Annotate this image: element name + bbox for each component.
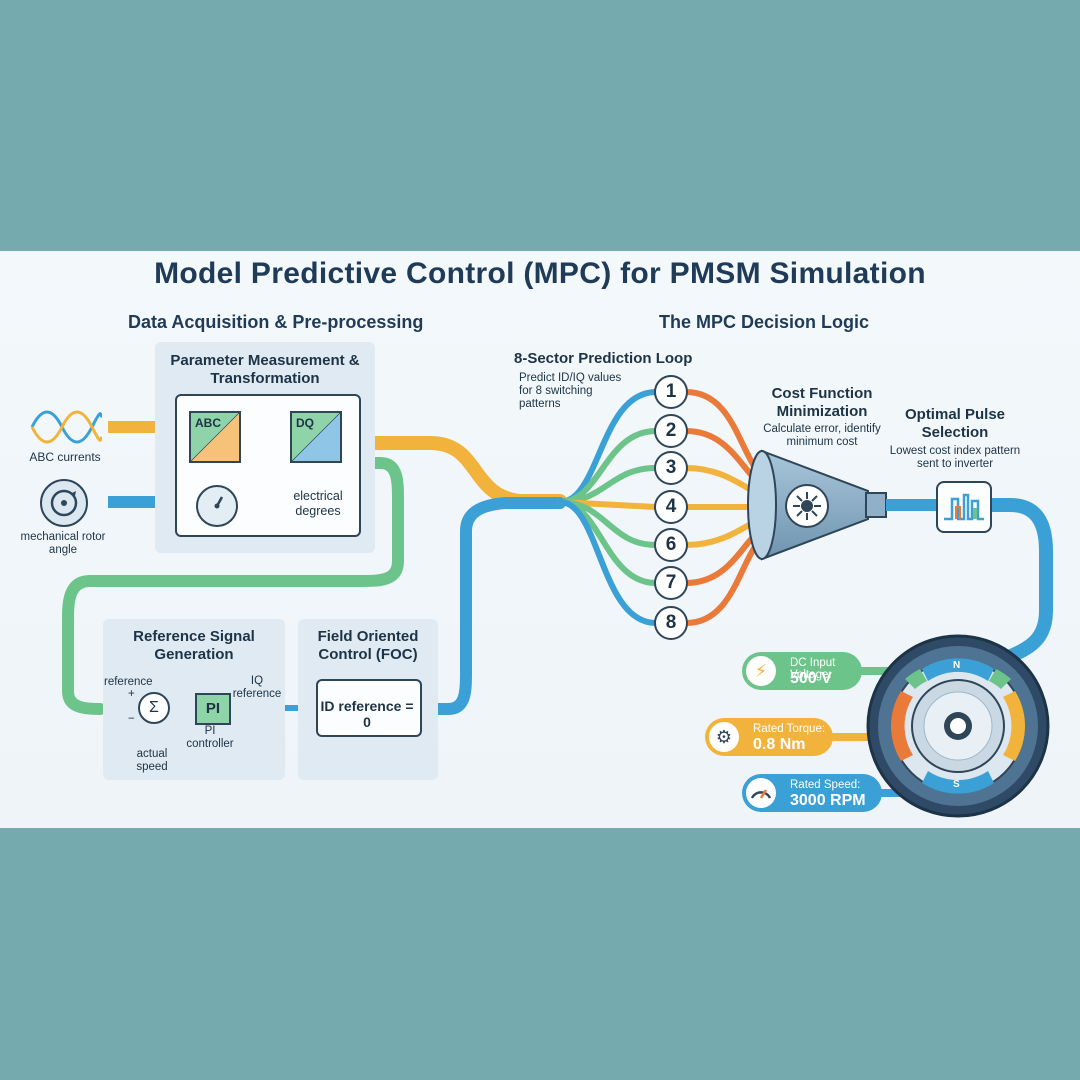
pulse-waveform-icon	[944, 493, 984, 521]
sector-2: 2	[654, 414, 688, 448]
foc-heading: Field Oriented Control (FOC)	[317, 628, 419, 663]
gear-icon: ⚙	[709, 722, 739, 752]
abc-currents-label: ABC currents	[29, 450, 101, 464]
rated-speed-value: 3000 RPM	[790, 792, 866, 809]
cost-caption: Calculate error, identify minimum cost	[763, 423, 881, 448]
fan-out-paths	[557, 389, 659, 626]
page-title: Model Predictive Control (MPC) for PMSM …	[154, 257, 926, 290]
reference-panel	[103, 619, 285, 780]
sector-4: 4	[654, 490, 688, 524]
blue-foc-wire	[414, 497, 566, 715]
actual-speed-label: actual speed	[136, 748, 168, 773]
summing-junction: Σ	[138, 692, 170, 724]
sector-6: 6	[654, 528, 688, 562]
sine-wave-icon	[30, 410, 102, 444]
id-reference-card	[316, 679, 422, 737]
iq-reference-label: IQ reference	[232, 675, 282, 700]
green-feedback-wire	[62, 457, 404, 715]
abc-transform-block: ABC	[189, 411, 241, 463]
speedometer-icon	[746, 778, 776, 808]
network-icon	[785, 484, 829, 528]
sector-1: 1	[654, 375, 688, 409]
reference-heading: Reference Signal Generation	[133, 628, 255, 663]
motor-south-label: S	[953, 779, 960, 790]
gauge-icon	[196, 485, 238, 527]
section-heading-right: The MPC Decision Logic	[659, 312, 870, 332]
pi-controller-label: PI controller	[186, 725, 234, 750]
rated-speed-pill: Rated Speed: 3000 RPM	[742, 774, 882, 812]
sector-3: 3	[654, 451, 688, 485]
section-heading-left: Data Acquisition & Pre-processing	[128, 312, 424, 332]
prediction-caption: Predict ID/IQ values for 8 switching pat…	[519, 372, 622, 410]
measurement-heading: Parameter Measurement & Transformation	[170, 352, 360, 387]
dc-voltage-value: 500 V	[790, 670, 832, 687]
pmsm-motor-graphic	[866, 634, 1050, 818]
id-reference-equation: ID reference = 0	[320, 698, 414, 730]
pulse-heading: Optimal Pulse Selection	[904, 406, 1006, 441]
reference-input-label: reference	[104, 676, 153, 688]
prediction-heading: 8-Sector Prediction Loop	[514, 350, 693, 367]
rotor-angle-label: mechanical rotor angle	[20, 531, 106, 556]
dq-transform-block: DQ	[290, 411, 342, 463]
cost-heading: Cost Function Minimization	[771, 385, 873, 420]
diagram-panel: Model Predictive Control (MPC) for PMSM …	[0, 251, 1080, 828]
inverter-wire	[983, 498, 1053, 668]
rated-torque-label: Rated Torque:	[753, 723, 826, 735]
rated-torque-value: 0.8 Nm	[753, 736, 806, 753]
sector-8: 8	[654, 606, 688, 640]
dc-voltage-label: DC Input Voltage:	[790, 657, 836, 681]
plus-sign: +	[128, 688, 135, 700]
minus-sign: −	[128, 713, 135, 725]
rotor-angle-icon	[40, 479, 88, 527]
rated-speed-label: Rated Speed:	[790, 779, 861, 791]
pulse-selection-card	[936, 481, 992, 533]
sector-7: 7	[654, 566, 688, 600]
dc-voltage-pill: ⚡ DC Input Voltage: 500 V	[742, 652, 862, 690]
signal-wires	[62, 389, 1053, 818]
pulse-caption: Lowest cost index pattern sent to invert…	[889, 445, 1021, 470]
motor-north-label: N	[953, 660, 961, 671]
rated-torque-pill: ⚙ Rated Torque: 0.8 Nm	[705, 718, 833, 756]
pi-block: PI	[195, 693, 231, 725]
lightning-icon: ⚡	[746, 656, 776, 686]
electrical-degrees-label: electrical degrees	[293, 489, 343, 518]
